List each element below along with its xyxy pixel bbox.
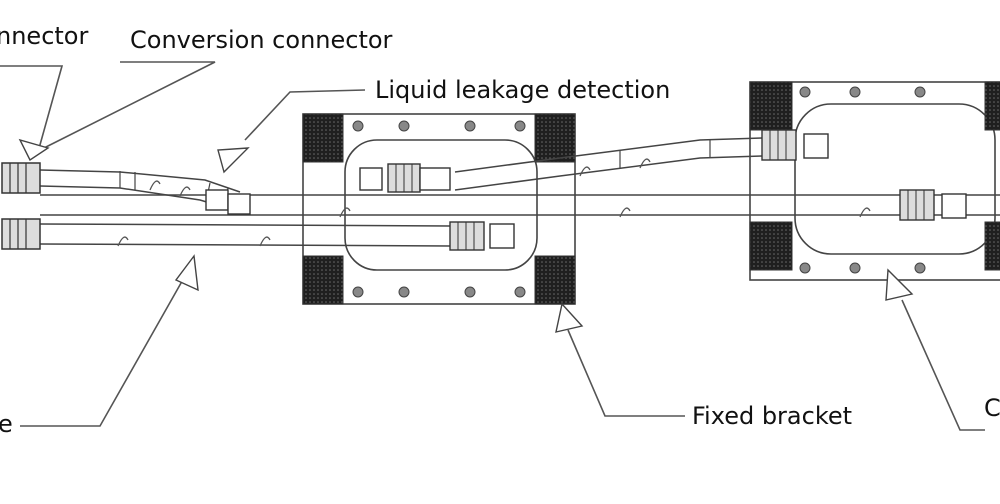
connector-bracket-right-middle xyxy=(899,189,967,221)
bracket-corner-block xyxy=(534,255,576,305)
connector-left-top xyxy=(1,162,41,194)
connector-bracket-middle-bottom xyxy=(449,221,515,251)
conversion-connector xyxy=(205,189,251,215)
hose-spiral-wraps xyxy=(117,158,871,247)
label-pipe: e xyxy=(0,410,13,438)
label-liquid-leakage-detection: Liquid leakage detection xyxy=(375,76,671,104)
bracket-corner-block xyxy=(534,113,576,163)
hoses xyxy=(39,137,1000,247)
callout-arrowheads xyxy=(18,138,914,333)
label-fixed-bracket: Fixed bracket xyxy=(692,402,853,430)
bracket-corner-block xyxy=(302,255,344,305)
connector-bracket-right-top xyxy=(761,129,829,161)
label-conversion-connector: Conversion connector xyxy=(130,26,393,54)
label-right-partial: C xyxy=(984,394,1000,422)
fixed-bracket-middle xyxy=(302,113,576,305)
bracket-inner-window xyxy=(344,139,538,271)
connector-bracket-middle-top xyxy=(359,163,451,193)
bracket-bolts xyxy=(352,120,526,298)
connector-left-bottom xyxy=(1,218,41,250)
fixed-bracket-right xyxy=(749,81,1000,281)
label-connector: nnector xyxy=(0,22,89,50)
callout-leaders xyxy=(0,61,985,431)
bracket-corner-block xyxy=(302,113,344,163)
